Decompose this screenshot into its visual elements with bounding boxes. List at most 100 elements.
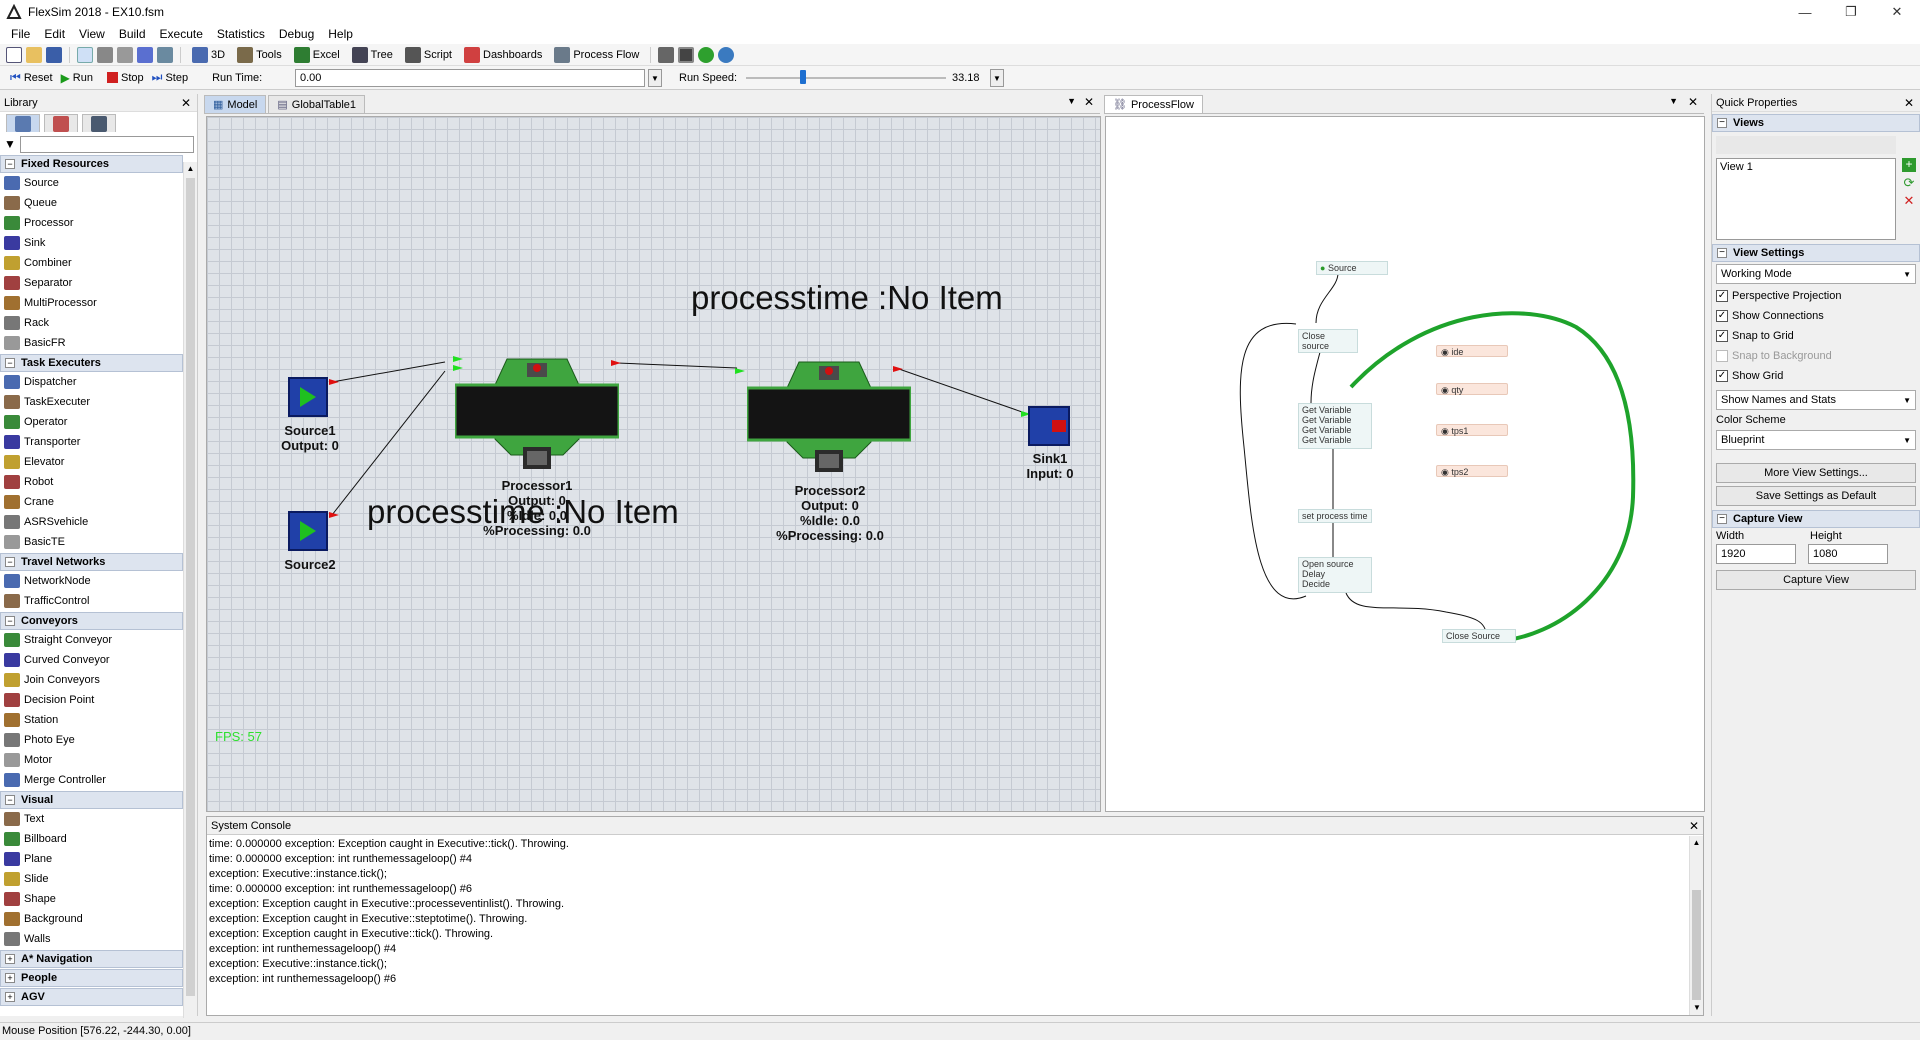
- model-dropdown-icon[interactable]: ▼: [1067, 96, 1076, 106]
- library-item[interactable]: Transporter: [0, 432, 183, 452]
- capture-width-input[interactable]: 1920: [1716, 544, 1796, 564]
- tree-button[interactable]: Tree: [348, 46, 397, 63]
- menu-build[interactable]: Build: [118, 27, 146, 41]
- tab-globaltable1[interactable]: ▤GlobalTable1: [268, 95, 365, 113]
- pf-source-block[interactable]: ● Source: [1316, 261, 1388, 275]
- pointer-mode-icon[interactable]: [77, 46, 93, 63]
- run-time-dropdown-icon[interactable]: ▼: [648, 69, 662, 87]
- web-icon[interactable]: [718, 46, 735, 63]
- views-name-field[interactable]: [1716, 136, 1896, 154]
- model-close-icon[interactable]: ✕: [1083, 95, 1094, 109]
- library-item[interactable]: Billboard: [0, 829, 183, 849]
- source1-object[interactable]: [288, 377, 328, 417]
- console-scrollbar[interactable]: ▲ ▼: [1689, 836, 1703, 1015]
- select-tool-icon[interactable]: [117, 46, 133, 63]
- script-button[interactable]: Script: [401, 46, 456, 63]
- library-item[interactable]: TaskExecuter: [0, 392, 183, 412]
- step-button[interactable]: ⏭Step: [151, 70, 189, 84]
- names-stats-select[interactable]: Show Names and Stats▼: [1716, 390, 1916, 410]
- tools-button[interactable]: Tools: [233, 46, 286, 63]
- view-setting-checkbox[interactable]: ✓Show Grid: [1716, 370, 1784, 382]
- run-speed-slider-thumb[interactable]: [800, 70, 806, 84]
- dashboards-button[interactable]: Dashboards: [460, 46, 546, 63]
- library-item[interactable]: Motor: [0, 750, 183, 770]
- library-item[interactable]: Combiner: [0, 253, 183, 273]
- menu-debug[interactable]: Debug: [278, 27, 315, 41]
- library-item[interactable]: Station: [0, 710, 183, 730]
- library-item[interactable]: Shape: [0, 889, 183, 909]
- tab-processflow[interactable]: ⛓ProcessFlow: [1104, 95, 1203, 113]
- library-item[interactable]: Operator: [0, 412, 183, 432]
- menu-execute[interactable]: Execute: [159, 27, 203, 41]
- menu-file[interactable]: File: [11, 27, 31, 41]
- library-item[interactable]: Merge Controller: [0, 770, 183, 790]
- view-settings-section-header[interactable]: −View Settings: [1712, 244, 1920, 262]
- color-scheme-select[interactable]: Blueprint▼: [1716, 430, 1916, 450]
- library-tab-flow[interactable]: [44, 114, 78, 132]
- library-item[interactable]: NetworkNode: [0, 571, 183, 591]
- views-section-header[interactable]: −Views: [1712, 114, 1920, 132]
- console-scroll-thumb[interactable]: [1692, 890, 1701, 1000]
- library-category-collapsed[interactable]: +People: [0, 969, 183, 987]
- view-setting-checkbox[interactable]: ✓Perspective Projection: [1716, 290, 1842, 302]
- save-icon[interactable]: [46, 46, 62, 63]
- quick-properties-close-icon[interactable]: ✕: [1903, 95, 1914, 110]
- pf-set-process-time-block[interactable]: set process time: [1298, 509, 1372, 523]
- new-model-icon[interactable]: [6, 46, 22, 63]
- pf-close-source-block[interactable]: Close source: [1298, 329, 1358, 353]
- grouping-icon[interactable]: [157, 46, 173, 63]
- library-item[interactable]: Processor: [0, 213, 183, 233]
- open-folder-icon[interactable]: [26, 46, 42, 63]
- working-mode-select[interactable]: Working Mode▼: [1716, 264, 1916, 284]
- library-item[interactable]: Decision Point: [0, 690, 183, 710]
- connect-mode-icon[interactable]: [97, 46, 113, 63]
- run-time-field[interactable]: 0.00: [295, 69, 645, 87]
- close-window-button[interactable]: ✕: [1891, 4, 1903, 19]
- library-tab-objects[interactable]: [6, 114, 40, 132]
- view-setting-checkbox[interactable]: ✓Show Connections: [1716, 310, 1824, 322]
- library-category-collapsed[interactable]: +A* Navigation: [0, 950, 183, 968]
- library-item[interactable]: MultiProcessor: [0, 293, 183, 313]
- console-close-icon[interactable]: ✕: [1688, 818, 1699, 833]
- library-item[interactable]: TrafficControl: [0, 591, 183, 611]
- capture-view-section-header[interactable]: −Capture View: [1712, 510, 1920, 528]
- pf-var-tps2[interactable]: ◉ tps2: [1436, 465, 1508, 477]
- menu-help[interactable]: Help: [328, 27, 353, 41]
- library-item[interactable]: Elevator: [0, 452, 183, 472]
- library-item[interactable]: Plane: [0, 849, 183, 869]
- library-item[interactable]: Join Conveyors: [0, 670, 183, 690]
- library-item[interactable]: Text: [0, 809, 183, 829]
- library-item[interactable]: Dispatcher: [0, 372, 183, 392]
- pf-close-source2-block[interactable]: Close Source: [1442, 629, 1516, 643]
- excel-button[interactable]: Excel: [290, 46, 344, 63]
- library-category-1[interactable]: −Task Executers: [0, 354, 183, 372]
- views-list[interactable]: View 1: [1716, 158, 1896, 240]
- library-item[interactable]: Walls: [0, 929, 183, 949]
- scroll-up-icon[interactable]: ▲: [1692, 838, 1701, 847]
- reset-button[interactable]: ⏮Reset: [10, 70, 53, 84]
- capture-view-button[interactable]: Capture View: [1716, 570, 1916, 590]
- library-item[interactable]: Photo Eye: [0, 730, 183, 750]
- run-button[interactable]: ▶Run: [60, 70, 93, 85]
- minimize-button[interactable]: —: [1798, 4, 1812, 20]
- help-icon[interactable]: [698, 46, 715, 63]
- view-item[interactable]: View 1: [1720, 161, 1753, 173]
- library-item[interactable]: Slide: [0, 869, 183, 889]
- library-category-0[interactable]: −Fixed Resources: [0, 155, 183, 173]
- tab-model[interactable]: ▦Model: [204, 95, 267, 113]
- library-item[interactable]: Queue: [0, 193, 183, 213]
- view-setting-checkbox[interactable]: Snap to Background: [1712, 346, 1920, 366]
- console-output[interactable]: time: 0.000000 exception: Exception caug…: [207, 835, 1703, 989]
- delete-view-icon[interactable]: ✕: [1903, 193, 1915, 208]
- library-item[interactable]: Straight Conveyor: [0, 630, 183, 650]
- sink1-object[interactable]: [1028, 406, 1070, 446]
- scroll-down-icon[interactable]: ▼: [1693, 1003, 1701, 1012]
- stop-button[interactable]: Stop: [103, 72, 148, 84]
- processor2-object[interactable]: [745, 358, 913, 478]
- library-item[interactable]: Separator: [0, 273, 183, 293]
- processflow-close-icon[interactable]: ✕: [1687, 95, 1698, 109]
